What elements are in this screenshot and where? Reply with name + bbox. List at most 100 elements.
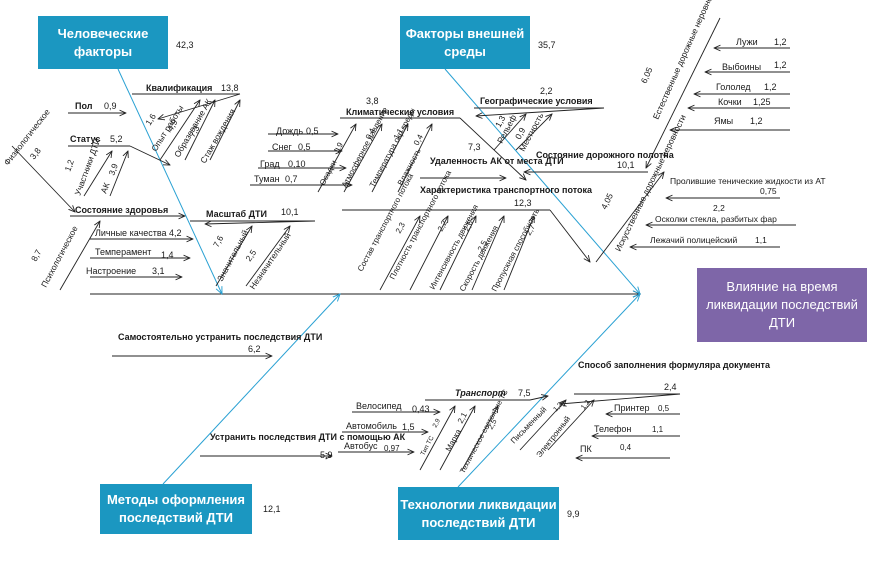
main-structure <box>90 68 640 488</box>
value-ak: 3,9 <box>106 162 120 177</box>
label-luzhi: Лужи <box>736 37 758 47</box>
value-transport: 7,5 <box>518 388 531 398</box>
category-tech-box: Технологии ликвидации последствий ДТИ <box>398 487 559 540</box>
value-telefon: 1,1 <box>652 425 664 434</box>
bone-methods <box>162 294 340 485</box>
value-climate: 3,8 <box>366 96 379 106</box>
label-neznach: Незначительный <box>247 230 292 291</box>
label-lichnye: Личные качества <box>95 228 167 238</box>
category-methods-value: 12,1 <box>263 504 281 514</box>
label-pol: Пол <box>75 101 93 111</box>
label-fiz: Физиологическое <box>2 107 52 168</box>
value-kochki: 1,25 <box>753 97 771 107</box>
value-avto: 1,5 <box>402 422 415 432</box>
label-health: Состояние здоровья <box>75 205 168 215</box>
category-external-box: Факторы внешней среды <box>400 16 530 69</box>
category-tech-label: Технологии ликвидации последствий ДТИ <box>400 496 557 530</box>
label-pk: ПК <box>580 444 592 454</box>
label-traffic: Характеристика транспортного потока <box>420 185 593 195</box>
value-ak-help: 5,9 <box>320 450 333 460</box>
value-grad: 0,10 <box>288 159 306 169</box>
value-traffic: 12,3 <box>514 198 532 208</box>
label-printer: Принтер <box>614 403 650 413</box>
value-yamy: 1,2 <box>750 116 763 126</box>
value-opyt: 1,6 <box>143 112 158 128</box>
label-ak-help: Устранить последствия ДТИ с помощью АК <box>210 432 406 442</box>
value-pk: 0,4 <box>620 443 632 452</box>
category-methods-box: Методы оформления последствий ДТИ <box>100 484 252 534</box>
value-luzhi: 1,2 <box>774 37 787 47</box>
label-propusk: Пропускная способность <box>490 207 541 293</box>
branch-lines <box>11 17 796 471</box>
value-masshtab: 10,1 <box>281 207 299 217</box>
value-kval: 13,8 <box>221 83 239 93</box>
value-sneg: 0,5 <box>298 142 311 152</box>
value-nastroenie: 3,1 <box>152 266 165 276</box>
value-tip: 2,9 <box>432 417 443 429</box>
value-oskolki: 2,2 <box>713 203 725 213</box>
effect-label: Влияние на время ликвидации последствий … <box>706 279 858 330</box>
value-gololed: 1,2 <box>764 82 777 92</box>
label-avtobus: Автобус <box>344 441 378 451</box>
bone-tech <box>457 294 640 488</box>
label-psih: Психологическое <box>39 224 80 289</box>
label-marka: Марка <box>444 427 463 453</box>
value-vyboiny: 1,2 <box>774 60 787 70</box>
label-temperament: Темперамент <box>95 247 151 257</box>
value-marka: 2,1 <box>456 410 469 425</box>
value-znach: 7,6 <box>211 234 226 249</box>
text-labels: Пол 0,9 Квалификация 13,8 Опыт работы 1,… <box>2 0 826 475</box>
label-grad: Град <box>260 159 280 169</box>
label-self-text: Самостоятельно устранить последствия ДТИ <box>118 332 322 342</box>
label-udalennost: Удаленность АК от места ДТИ <box>430 156 564 166</box>
value-printer: 0,5 <box>658 404 670 413</box>
label-kochki: Кочки <box>718 97 742 107</box>
label-climate: Климатические условия <box>346 107 454 117</box>
value-avtobus: 0,97 <box>384 444 400 453</box>
category-human-label: Человеческие факторы <box>57 25 149 59</box>
label-velo: Велосипед <box>356 401 402 411</box>
value-neznach: 2,5 <box>243 248 258 264</box>
label-traffic-text: Характеристика транспортного потока <box>420 185 593 195</box>
label-ak-help-text: Устранить последствия ДТИ с помощью АК <box>210 432 406 442</box>
label-road: Состояние дорожного полотна <box>536 150 675 160</box>
value-temperament: 1,4 <box>161 250 174 260</box>
label-udalennost-text: Удаленность АК от места ДТИ <box>430 156 564 166</box>
category-tech-value: 9,9 <box>567 509 580 519</box>
label-dozhd: Дождь <box>276 126 303 136</box>
value-self: 6,2 <box>248 344 261 354</box>
category-external-value: 35,7 <box>538 40 556 50</box>
value-artificial: 4,05 <box>599 191 615 210</box>
value-tuman: 0,7 <box>285 174 298 184</box>
label-vyboiny: Выбоины <box>722 62 761 72</box>
category-methods-label: Методы оформления последствий ДТИ <box>106 492 246 525</box>
label-protocol-text: Способ заполнения формуляра документа <box>578 360 771 370</box>
label-self: Самостоятельно устранить последствия ДТИ <box>118 332 322 342</box>
label-sneg: Снег <box>272 142 292 152</box>
value-lichnye: 4,2 <box>169 228 182 238</box>
value-status: 5,2 <box>110 134 123 144</box>
label-oskolki: Осколки стекла, разбитых фар <box>655 214 777 224</box>
label-tehsost: Техническое состояние ТС <box>458 387 510 475</box>
label-nastroenie: Настроение <box>86 266 136 276</box>
value-natural: 6,05 <box>639 65 655 84</box>
label-osadki: Осадки <box>318 159 339 187</box>
label-tuman: Туман <box>254 174 280 184</box>
label-avto: Автомобиль <box>346 421 397 431</box>
label-telefon: Телефон <box>594 424 631 434</box>
value-pismenny: 1,2 <box>552 401 564 413</box>
label-transport: Транспорт <box>455 388 506 398</box>
label-zhidkosti: Пролившие тенические жидкости из АТ <box>670 176 826 186</box>
category-external-label: Факторы внешней среды <box>405 25 525 59</box>
label-masshtab: Масштаб ДТИ <box>206 209 267 219</box>
value-road: 10,1 <box>617 160 635 170</box>
value-sostav: 2,3 <box>394 220 407 235</box>
effect-box: Влияние на время ликвидации последствий … <box>697 268 867 342</box>
bone-human <box>117 68 222 294</box>
value-elektronny: 1,2 <box>580 399 592 411</box>
label-elektronny: Электронный <box>534 414 572 459</box>
label-yamy: Ямы <box>714 116 733 126</box>
value-osadki: 1,9 <box>332 140 345 155</box>
